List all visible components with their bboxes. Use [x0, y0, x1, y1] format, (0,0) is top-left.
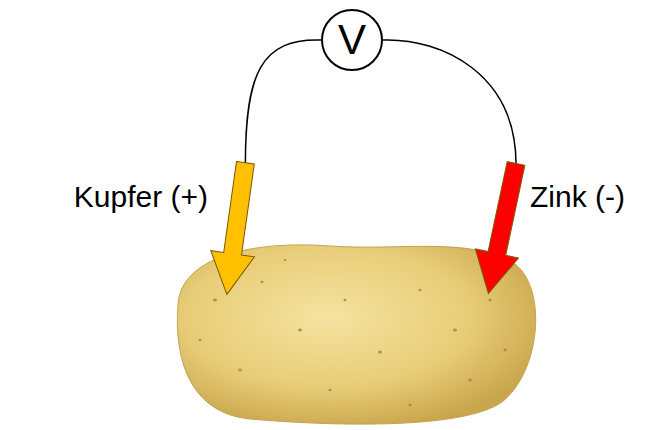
- wire: [383, 40, 516, 165]
- electrode-shape: [478, 162, 526, 297]
- electrode-label: Zink (-): [530, 182, 625, 212]
- electrode-arrow-shape: [205, 160, 267, 298]
- electrode-arrow: Kupfer (+): [212, 162, 260, 297]
- electrode-shape: [212, 162, 260, 297]
- electrode-label: Kupfer (+): [74, 182, 208, 212]
- voltmeter-circle: V: [321, 9, 383, 71]
- electrode-arrow: Zink (-): [478, 162, 526, 297]
- electrode-arrow-shape: [467, 159, 538, 298]
- wire: [245, 40, 321, 164]
- voltmeter-symbol: V: [338, 19, 366, 61]
